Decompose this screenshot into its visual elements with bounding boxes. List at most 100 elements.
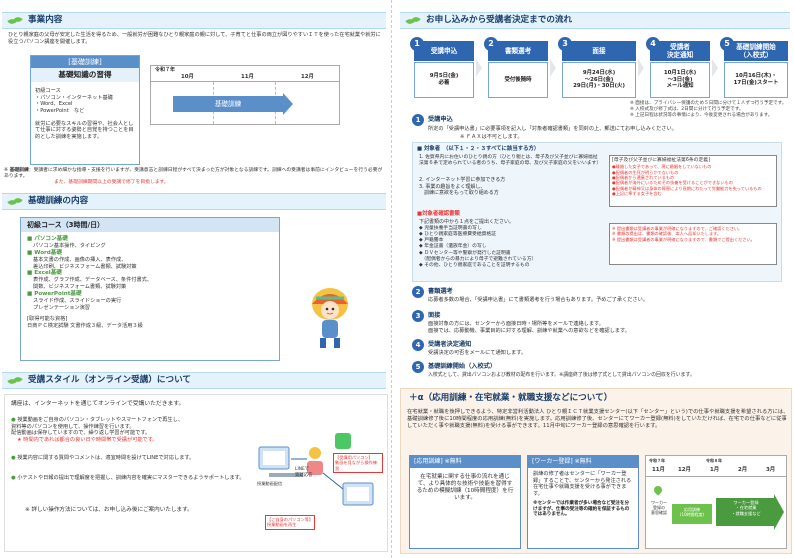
step-number: 1: [410, 37, 424, 51]
definition-item: ●配偶者が海外にいるためその扶養を受けることができないもの: [612, 180, 733, 186]
course-content-box: 初級コース（3時間/日） ■ パソコン基礎 パソコン基本操作、タイピング ■ W…: [20, 217, 280, 361]
online-detail: ※ 詳しい操作方法については、お申し込み後にご案内いたします。: [25, 507, 193, 513]
tl-arrow-icon: [774, 494, 784, 530]
content-item-desc: 表作成、グラフ作成、データベース、条件付書式、 関数、ビジネスフォーム書類、試験…: [33, 277, 153, 291]
definition-box: [母子及び父子並びに寡婦福祉法第6条の定義] ●離婚した女子であって、現に婚姻を…: [609, 155, 777, 207]
detail-title: 面接: [428, 312, 441, 319]
flow-arrow-icon: [638, 59, 644, 77]
online-bullet: ● 授業内容に関する質問やコメントは、適宜時間を設けてLINEで対応します。: [11, 455, 251, 462]
detail-number-icon: 3: [412, 310, 424, 322]
step-number: 3: [558, 37, 572, 51]
basic-training-label: [基礎訓練]: [31, 56, 139, 68]
note-mark: ※: [4, 168, 9, 173]
bullet-dot-icon: ●: [11, 455, 18, 461]
docs-intro: 下記書類の中から１点をご提出ください。: [419, 219, 515, 225]
target-item: 3. 事業の趣旨をよく理解し、 訓練に意欲をもって取り組める方: [419, 184, 499, 197]
step-line: メール通知: [666, 83, 694, 90]
left-column: 事業内容 ひとり親家庭の父母が安定した生活を得るため、一般就労が困難なひとり親家…: [0, 0, 392, 558]
flow-arrow-icon: [550, 59, 556, 77]
detail-number-icon: 1: [412, 114, 424, 126]
docs-item: ◆ ＤＶセンター等や警察が発行した証明書 （配偶者からの暴力により母子で避難され…: [419, 250, 537, 262]
step-line: 必着: [438, 80, 450, 86]
step-line: 〜3日(金): [667, 76, 693, 83]
detail-title: 基礎訓練開始（入校式）: [428, 363, 497, 370]
section-header-flow: お申し込みから受講者決定までの流れ: [400, 12, 790, 29]
online-bullet: ● 小テストや日報の提出で理解度を把握し、訓練内容を確実にマスターできるようサポ…: [11, 475, 251, 482]
timeline-year: 令和７年: [155, 67, 176, 73]
step-title: 面接: [562, 41, 636, 61]
course-list-item: ・Word、Excel: [35, 101, 73, 108]
section-title: 基礎訓練の内容: [28, 196, 89, 206]
applied-training-title: [応用訓練] ※無料: [410, 456, 520, 468]
flow-note: ※ 入校式及び修了式は、2日間に分けて行う予定です。: [630, 106, 744, 112]
tl-month: 1月: [710, 467, 720, 473]
step-line: 10月16日(木)・: [735, 73, 777, 80]
plus-alpha-timeline: 令和７年 令和８年 11月 12月 1月 2月 3月 ワーカー 登録の 意思確認…: [645, 455, 787, 549]
step-line: 〜26日(金): [584, 76, 614, 83]
course-list-item: ・PowerPoint など: [35, 107, 85, 114]
content-item-title: パソコン基礎: [34, 236, 68, 242]
step-number: 4: [646, 37, 660, 51]
training-bar: 基礎訓練: [173, 96, 283, 112]
detail-text: 面接対象の方には、センターから面接日時・場所等をメールで連絡します。 面接では、…: [428, 321, 630, 334]
content-item-title: Word基礎: [34, 249, 62, 256]
timeline-month: 12月: [301, 74, 314, 80]
figure-label-stream: 授業動画配信: [257, 481, 283, 486]
step-title: 書類選考: [488, 41, 548, 61]
applied-training-text: 在宅就業に関する仕事の流れを通じて、より具体的な技術や技能を習得するための模擬訓…: [416, 474, 514, 502]
course-heading: 初級コース（3時間/日）: [21, 218, 279, 232]
content-item: ■ パソコン基礎 パソコン基本操作、タイピング: [27, 236, 273, 250]
definition-item: ●離婚した女子であって、現に婚姻をしていないもの: [612, 164, 712, 170]
online-bullet: ● 授業動画をご自身のパソコン・タブレットやスマートフォンで再生し、 資料等のパ…: [11, 417, 251, 444]
content-item-title: PowerPoint基礎: [34, 290, 82, 297]
detail-number-icon: 4: [412, 339, 424, 351]
section-title: 受講スタイル（オンライン受講）について: [28, 375, 192, 385]
docs-item: ◆ その他、ひとり親家庭であることを証明するもの: [419, 262, 530, 268]
content-item-desc: パソコン基本操作、タイピング: [33, 243, 106, 250]
detail-text: 所定の「受講申込書」に必要事項を記入し「対象者確認書類」を同封の上、郵送にてお申…: [428, 126, 677, 132]
content-item-desc: スライド作成、スライドショーの実行 プレゼンテーション演習: [33, 297, 122, 311]
timeline-month: 11月: [241, 74, 254, 80]
definition-title: [母子及び父子並びに寡婦福祉法第6条の定義]: [612, 158, 710, 163]
training-bar-arrow: [283, 93, 293, 115]
tl-month: 3月: [766, 467, 776, 473]
docs-note: ※ 提出書類は受講者の事業が明確になりますので、書類でご提出ください。: [612, 236, 755, 242]
leaf-icon: [405, 15, 421, 26]
content-item: ■ PowerPoint基礎 スライド作成、スライドショーの実行 プレゼンテーシ…: [27, 291, 273, 311]
leaf-icon: [7, 15, 23, 26]
tl-item: ワーカー 登録の 意思確認: [651, 500, 667, 516]
leaf-icon: [7, 375, 23, 386]
flow-notes: ※ 面接は、プライバシー保護のため５日間に分けて１人ずつ行う予定です。 ※ 入校…: [630, 101, 790, 119]
figure-label-device: 【ご自身のパソコン等】 授業動画を再生: [265, 515, 316, 530]
bullet-dot-icon: ●: [11, 417, 18, 423]
target-title: ■ 対象者 （以下１・２・３すべてに該当する方）: [417, 146, 540, 152]
step-number: 5: [720, 37, 734, 51]
tl-bar-applied: [672, 504, 712, 524]
flow-step-1: 1 受講申込 9月5日(金) 必着: [410, 37, 474, 99]
training-timeline: 令和７年 10月 11月 12月 基礎訓練: [150, 65, 340, 125]
step-line: 17日(金)スタート: [733, 80, 779, 86]
docs-item: ◆ ひとり親家庭等医療費受給資格証: [419, 232, 497, 238]
docs-item: ◆ 年金証書（遺族年金）の写し: [419, 244, 487, 250]
section-title: 事業内容: [28, 15, 63, 25]
course-list-item: 初級コース: [35, 88, 61, 94]
step-line: 9月5日(金): [429, 73, 459, 80]
figure-label-pc: 【受講用パソコン】 動画を見ながら操作練習: [333, 453, 383, 474]
worker-register-box: [ワーカー登録] ※無料 訓練の修了者はセンターに「ワーカー登録」することで、セ…: [527, 455, 639, 549]
tl-month: 11月: [652, 467, 665, 473]
tl-month: 2月: [738, 467, 748, 473]
course-title: 基礎知識の習得: [31, 68, 139, 82]
step-body: 10月16日(木)・ 17日(金)スタート: [724, 62, 788, 98]
detail-number-icon: 5: [412, 361, 424, 373]
bullet-icon: ■: [27, 249, 35, 256]
detail-title: 書類選考: [428, 288, 453, 295]
content-item: ■ Word基礎 基本文書の作成、画像の挿入、表作成、 差込印刷、ビジネスフォー…: [27, 250, 273, 270]
step-body: 受付後随時: [488, 62, 548, 98]
docs-list: ◆ 児童扶養手当証明書の写し ◆ ひとり親家庭等医療費受給資格証 ◆ 戸籍謄本 …: [419, 226, 609, 269]
plus-alpha-intro: 在宅就業・就職を後押しできるよう、特定非営利活動法人 ひとり親ＩＣＴ就業支援セン…: [407, 409, 789, 429]
note-text: ：受講者に求め細かな指導・支援を行いますが、受講意志と訓練日程がすべて決まった方…: [4, 168, 383, 180]
docs-item: ◆ 児童扶養手当証明書の写し: [419, 226, 482, 231]
definition-item: ●配偶者の生死が明らかでないもの: [612, 169, 679, 175]
docs-title: ■対象者確認書類: [417, 211, 460, 217]
section-header-business: 事業内容: [2, 12, 386, 29]
